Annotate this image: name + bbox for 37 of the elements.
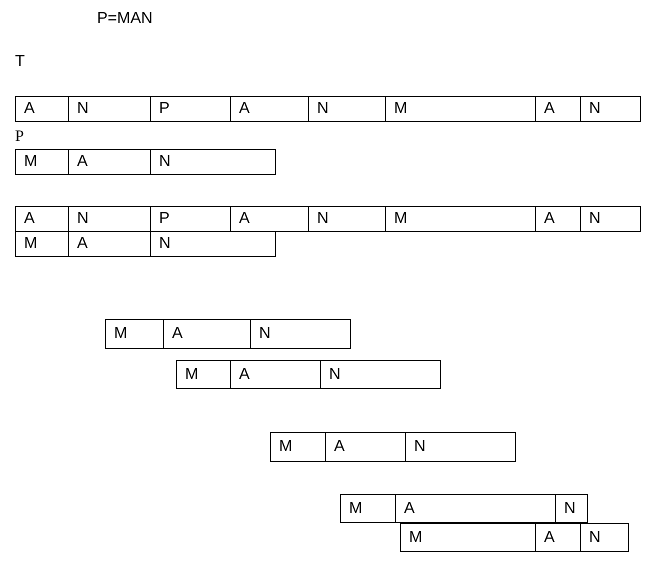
table-cell: N <box>580 96 641 122</box>
table-cell: A <box>15 96 69 122</box>
table-cell: N <box>68 96 151 122</box>
formula-text: P=MAN <box>97 10 153 28</box>
table-cell: P <box>150 96 231 122</box>
table-cell: N <box>580 206 641 232</box>
table-cell: M <box>340 494 396 523</box>
table-cell: N <box>150 149 276 175</box>
table-cell: M <box>385 206 536 232</box>
table-cell: A <box>535 96 581 122</box>
table-cell: A <box>230 360 321 389</box>
table-cell: N <box>250 319 351 349</box>
table-cell: A <box>15 206 69 232</box>
table-cell: A <box>395 494 556 523</box>
table-cell: N <box>320 360 441 389</box>
table-cell: M <box>15 149 69 175</box>
table-cell: A <box>163 319 251 349</box>
table-cell: M <box>176 360 231 389</box>
table-cell: M <box>105 319 164 349</box>
table-cell: A <box>230 206 309 232</box>
table-cell: M <box>15 231 69 257</box>
table-cell: A <box>325 432 406 462</box>
table-cell: N <box>580 523 629 552</box>
table-cell: A <box>535 523 581 552</box>
text-label: T <box>15 53 25 71</box>
table-cell: N <box>555 494 588 523</box>
table-cell: M <box>400 523 536 552</box>
table-cell: A <box>535 206 581 232</box>
table-cell: M <box>270 432 326 462</box>
table-cell: N <box>308 96 386 122</box>
text-label: P <box>15 128 24 146</box>
table-cell: N <box>308 206 386 232</box>
table-cell: N <box>405 432 516 462</box>
table-cell: N <box>150 231 276 257</box>
table-cell: M <box>385 96 536 122</box>
table-cell: A <box>230 96 309 122</box>
table-cell: A <box>68 149 151 175</box>
